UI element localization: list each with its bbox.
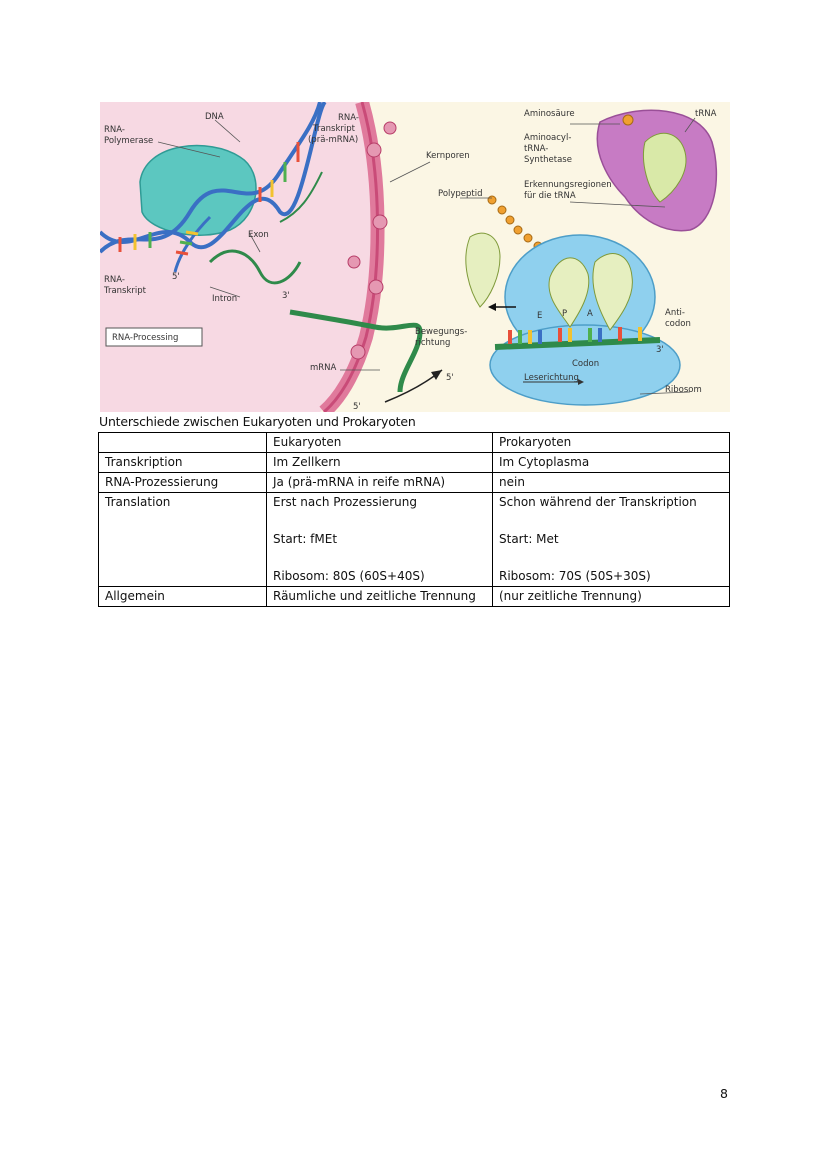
label-dna: DNA — [205, 112, 224, 122]
header-cell-prokaryoten: Prokaryoten — [492, 432, 730, 453]
label-rna-transkript-pre-3: (prä-mRNA) — [308, 135, 358, 145]
label-mrna: mRNA — [310, 363, 337, 373]
nuclear-pore — [366, 142, 382, 158]
cell-line: Start: fMEt — [273, 532, 338, 546]
row-label: Allgemein — [98, 586, 267, 607]
table-row-translation: Translation Erst nach Prozessierung Star… — [98, 492, 730, 587]
label-aminosaeure: Aminosäure — [524, 109, 575, 119]
row-label: Translation — [98, 492, 267, 587]
table-row-allgemein: Allgemein Räumliche und zeitliche Trennu… — [98, 586, 730, 607]
label-anticodon-2: codon — [665, 319, 691, 329]
label-erkennung-2: für die tRNA — [524, 191, 576, 201]
cell-eukaryoten: Ja (prä-mRNA in reife mRNA) — [266, 472, 493, 493]
nuclear-pore — [368, 279, 384, 295]
label-kernporen: Kernporen — [426, 151, 470, 161]
amino-acid — [622, 114, 634, 126]
label-erkennung-1: Erkennungsregionen — [524, 180, 612, 190]
label-three-prime-1: 3' — [282, 291, 290, 301]
header-cell-empty — [98, 432, 267, 453]
label-five-prime-1: 5' — [172, 272, 180, 282]
table-header-row: Eukaryoten Prokaryoten — [98, 432, 730, 453]
rna-polymerase — [139, 144, 257, 236]
table-row-transkription: Transkription Im Zellkern Im Cytoplasma — [98, 452, 730, 473]
label-bewegung-1: Bewegungs- — [415, 327, 467, 337]
nuclear-pore — [383, 121, 397, 135]
cell-eukaryoten: Im Zellkern — [266, 452, 493, 473]
label-rna-polymerase-2: Polymerase — [104, 136, 153, 146]
comparison-table: Eukaryoten Prokaryoten Transkription Im … — [98, 432, 730, 607]
table-row-rna-prozessierung: RNA-Prozessierung Ja (prä-mRNA in reife … — [98, 472, 730, 493]
label-polypeptid: Polypeptid — [438, 189, 483, 199]
label-rna-polymerase-1: RNA- — [104, 125, 125, 135]
header-cell-eukaryoten: Eukaryoten — [266, 432, 493, 453]
label-codon: Codon — [572, 359, 599, 369]
nuclear-pore — [350, 344, 366, 360]
label-synthetase-3: Synthetase — [524, 155, 572, 165]
page-number: 8 — [720, 1086, 728, 1101]
label-intron: Intron — [212, 294, 237, 304]
label-site-p: P — [562, 309, 567, 319]
label-rna-transkript-2: Transkript — [103, 286, 147, 296]
label-rna-transkript-1: RNA- — [104, 275, 125, 285]
cell-line: Ribosom: 80S (60S+40S) — [273, 569, 425, 583]
label-ribosom: Ribosom — [665, 385, 702, 395]
label-leserichtung: Leserichtung — [524, 373, 579, 383]
label-rna-transkript-pre-1: RNA- — [338, 113, 359, 123]
label-exon: Exon — [248, 230, 269, 240]
cell-prokaryoten: (nur zeitliche Trennung) — [492, 586, 730, 607]
row-label: Transkription — [98, 452, 267, 473]
label-rna-processing: RNA-Processing — [112, 333, 178, 343]
table-caption: Unterschiede zwischen Eukaryoten und Pro… — [99, 414, 416, 429]
label-site-e: E — [537, 311, 542, 321]
cell-line: Schon während der Transkription — [499, 495, 697, 509]
nuclear-pore — [347, 255, 361, 269]
cell-prokaryoten: Im Cytoplasma — [492, 452, 730, 473]
label-trna: tRNA — [695, 109, 717, 119]
label-three-prime-2: 3' — [656, 345, 664, 355]
label-five-prime-2: 5' — [353, 402, 361, 412]
nuclear-pore — [372, 214, 388, 230]
label-synthetase-1: Aminoacyl- — [524, 133, 571, 143]
label-synthetase-2: tRNA- — [524, 144, 548, 154]
label-anticodon-1: Anti- — [665, 308, 685, 318]
cell-eukaryoten: Erst nach Prozessierung Start: fMEt Ribo… — [266, 492, 493, 587]
row-label: RNA-Prozessierung — [98, 472, 267, 493]
cell-line: Ribosom: 70S (50S+30S) — [499, 569, 651, 583]
label-site-a: A — [587, 309, 593, 319]
label-five-prime-3: 5' — [446, 373, 454, 383]
label-bewegung-2: richtung — [415, 338, 450, 348]
label-rna-transkript-pre-2: Transkript — [312, 124, 356, 134]
cell-line: Start: Met — [499, 532, 559, 546]
cell-prokaryoten: nein — [492, 472, 730, 493]
cell-eukaryoten: Räumliche und zeitliche Trennung — [266, 586, 493, 607]
transcription-translation-diagram: DNA RNA- Polymerase RNA- Transkript (prä… — [100, 102, 730, 412]
cell-prokaryoten: Schon während der Transkription Start: M… — [492, 492, 730, 587]
cell-line: Erst nach Prozessierung — [273, 495, 417, 509]
